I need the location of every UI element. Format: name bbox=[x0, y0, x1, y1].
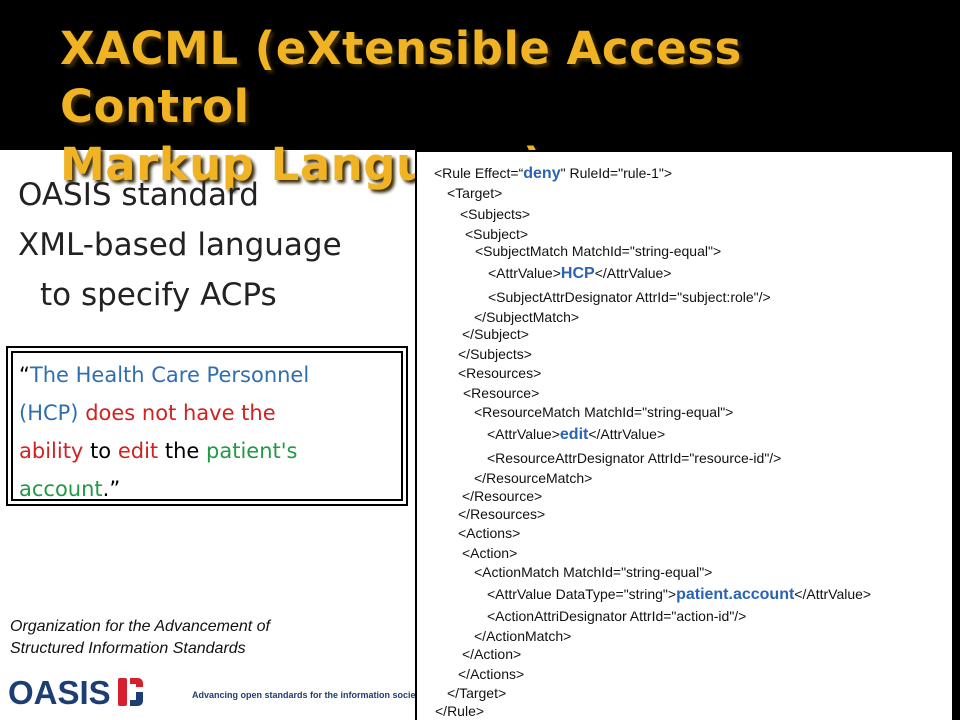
title-bar: XACML (eXtensible Access Control Markup … bbox=[0, 0, 960, 191]
quote-open-mark: “ bbox=[19, 363, 30, 387]
quote-to: to bbox=[90, 439, 112, 463]
code-token: <AttrValue> bbox=[487, 426, 560, 442]
quote-subject: The Health Care Personnel bbox=[29, 363, 310, 387]
code-line: <Rule Effect=“deny" RuleId="rule-1"> bbox=[434, 164, 672, 183]
code-line: <Resources> bbox=[458, 365, 542, 381]
xacml-rule-code: <Rule Effect=“deny" RuleId="rule-1"> <Ta… bbox=[415, 150, 960, 720]
caption-line-1: Organization for the Advancement of bbox=[10, 618, 270, 635]
code-line: <ResourceMatch MatchId="string-equal"> bbox=[474, 404, 734, 420]
code-line: </Actions> bbox=[458, 666, 525, 682]
code-line: </SubjectMatch> bbox=[474, 309, 580, 325]
code-value-deny: deny bbox=[523, 165, 561, 182]
code-line: <AttrValue DataType="string">patient.acc… bbox=[487, 585, 871, 604]
quote-close-mark: .” bbox=[102, 477, 121, 501]
code-value-edit: edit bbox=[559, 426, 589, 443]
quote-effect-ability: ability bbox=[19, 439, 84, 463]
code-line: <Action> bbox=[462, 545, 518, 561]
quote-resource-owner: patient's bbox=[206, 439, 298, 463]
code-token: <AttrValue> bbox=[488, 265, 561, 281]
bullet-item-continuation: to specify ACPs bbox=[40, 277, 277, 313]
code-line: <ActionAttriDesignator AttrId="action-id… bbox=[487, 608, 747, 624]
code-token: <Rule Effect=“ bbox=[434, 165, 524, 181]
bullet-list: OASIS standard XML-based language to spe… bbox=[18, 170, 418, 320]
oasis-tagline: Advancing open standards for the informa… bbox=[192, 690, 424, 700]
quote-action: edit bbox=[117, 439, 159, 463]
code-line: <Actions> bbox=[458, 525, 521, 541]
code-line: <SubjectAttrDesignator AttrId="subject:r… bbox=[488, 289, 771, 305]
bullet-item-xml-language: XML-based language bbox=[18, 227, 342, 263]
code-line: </Target> bbox=[447, 685, 507, 701]
oasis-logo: OASIS bbox=[8, 674, 143, 711]
code-line: <AttrValue>edit</AttrValue> bbox=[487, 425, 665, 444]
code-line: <SubjectMatch MatchId="string-equal"> bbox=[475, 243, 722, 259]
code-line: </Subject> bbox=[462, 326, 529, 342]
code-line: </Subjects> bbox=[458, 346, 532, 362]
code-line: </ActionMatch> bbox=[474, 628, 572, 644]
code-line: <Subjects> bbox=[460, 206, 531, 222]
code-value-hcp: HCP bbox=[560, 265, 595, 282]
code-line: <ResourceAttrDesignator AttrId="resource… bbox=[487, 450, 782, 466]
code-line: <Subject> bbox=[465, 226, 529, 242]
oasis-caption: Organization for the Advancement of Stru… bbox=[10, 616, 400, 660]
quote-the: the bbox=[164, 439, 200, 463]
title-line-1: XACML (eXtensible Access Control bbox=[60, 22, 742, 133]
caption-line-2: Structured Information Standards bbox=[10, 640, 246, 657]
panel-edge-bar bbox=[952, 150, 960, 720]
code-line: <Resource> bbox=[463, 385, 540, 401]
quote-effect: does not have the bbox=[85, 401, 276, 425]
oasis-emblem-icon bbox=[118, 678, 143, 706]
quote-subject-abbrev: (HCP) bbox=[19, 401, 79, 425]
code-token: " RuleId="rule-1"> bbox=[560, 165, 673, 181]
bullet-item-oasis-standard: OASIS standard bbox=[18, 177, 259, 213]
code-token: <AttrValue DataType="string"> bbox=[487, 586, 677, 602]
code-token: </AttrValue> bbox=[794, 586, 872, 602]
code-line: </ResourceMatch> bbox=[474, 470, 593, 486]
quote-resource: account bbox=[19, 477, 103, 501]
code-token: </AttrValue> bbox=[594, 265, 672, 281]
code-line: </Resources> bbox=[458, 506, 546, 522]
code-line: </Action> bbox=[462, 646, 522, 662]
policy-quote-box: “The Health Care Personnel (HCP) does no… bbox=[6, 346, 408, 506]
oasis-wordmark: OASIS bbox=[8, 674, 111, 711]
code-line: <ActionMatch MatchId="string-equal"> bbox=[474, 564, 713, 580]
code-token: </AttrValue> bbox=[588, 426, 666, 442]
code-line: </Rule> bbox=[435, 703, 485, 719]
code-line: <AttrValue>HCP</AttrValue> bbox=[488, 264, 671, 283]
code-line: <Target> bbox=[447, 185, 503, 201]
code-line: </Resource> bbox=[462, 488, 543, 504]
code-value-patient-account: patient.account bbox=[676, 586, 795, 603]
